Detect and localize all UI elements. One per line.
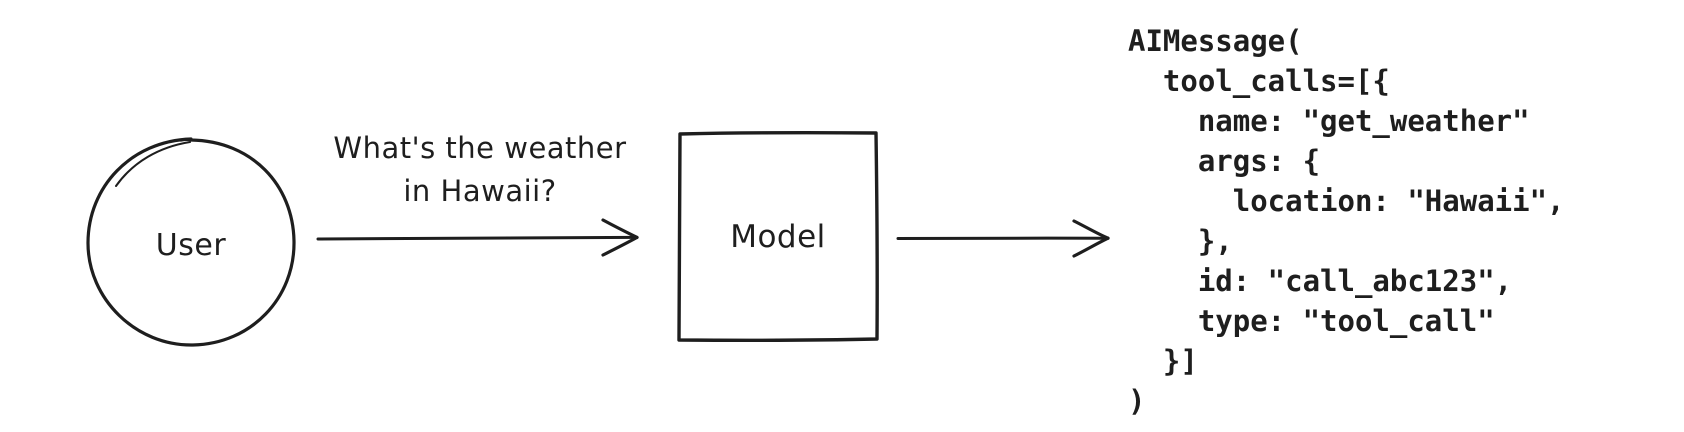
model-node-label: Model: [730, 219, 826, 255]
code-line: id: "call_abc123",: [1128, 264, 1513, 298]
code-line: location: "Hawaii",: [1128, 184, 1565, 218]
code-line: }]: [1128, 344, 1198, 378]
code-line: args: {: [1128, 144, 1321, 178]
user-message-label: What's the weather in Hawaii?: [310, 127, 650, 213]
code-line: AIMessage(: [1128, 24, 1303, 58]
user-node-label: User: [155, 228, 227, 263]
code-line: },: [1128, 224, 1233, 258]
user-to-model-arrow: [316, 218, 639, 257]
model-node-box: [677, 131, 879, 342]
code-line: ): [1128, 384, 1146, 418]
user-node-circle: [86, 137, 296, 347]
ai-message-code-block: AIMessage( tool_calls=[{ name: "get_weat…: [1128, 21, 1565, 421]
code-line: name: "get_weather": [1128, 104, 1530, 138]
code-line: tool_calls=[{: [1128, 64, 1390, 98]
code-line: type: "tool_call": [1128, 304, 1495, 338]
user-message-line2: in Hawaii?: [403, 174, 557, 208]
user-message-line1: What's the weather: [333, 131, 627, 165]
model-to-output-arrow: [896, 219, 1110, 258]
